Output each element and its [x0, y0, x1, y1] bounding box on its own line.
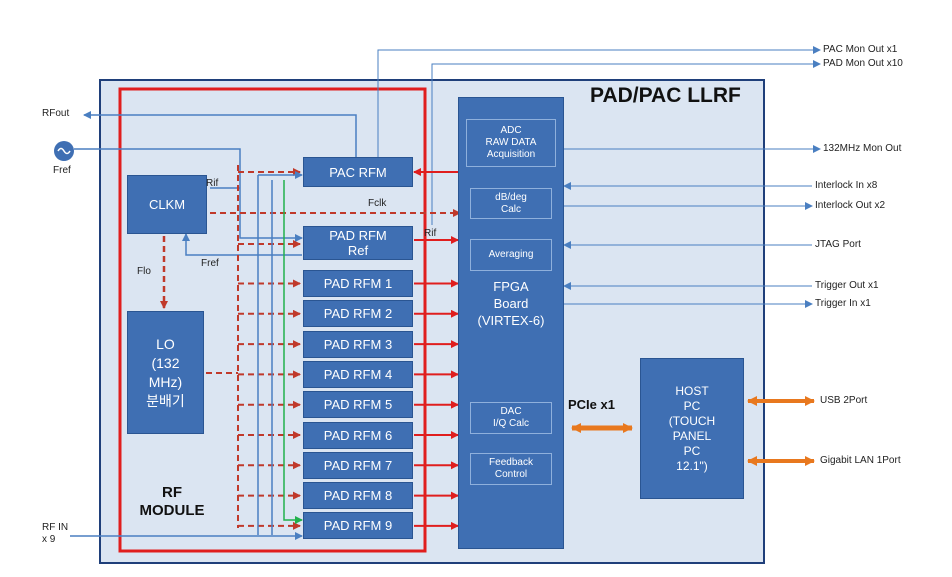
host-pc-block: HOST PC (TOUCH PANEL PC 12.1") [640, 358, 744, 499]
pac-mon-out-line [377, 46, 821, 157]
rfm-to-fpga-group [414, 279, 459, 530]
trigger-out-label: Trigger Out x1 [815, 280, 879, 291]
pad-rfm-7-block: PAD RFM 7 [303, 451, 413, 479]
feedback-control-block: Feedback Control [470, 453, 552, 485]
rfout-line [83, 111, 357, 157]
flo-label: Flo [137, 266, 151, 277]
db-deg-calc-block: dB/deg Calc [470, 188, 552, 219]
interlock-in-label: Interlock In x8 [815, 180, 878, 191]
pad-rfm-ref-block: PAD RFM Ref [303, 226, 413, 260]
interlock-out-label: Interlock Out x2 [815, 200, 886, 211]
pad-rfm-2-block: PAD RFM 2 [303, 300, 413, 328]
rf-in-label: RF IN x 9 [42, 522, 69, 545]
fref-return-label: Fref [201, 258, 219, 269]
pad-mon-out-label: PAD Mon Out x10 [823, 58, 903, 69]
lan-port-label: Gigabit LAN 1Port [820, 455, 901, 466]
pad-rfm-9-block: PAD RFM 9 [303, 512, 413, 540]
usb-port-label: USB 2Port [820, 395, 868, 406]
lo-block: LO (132 MHz) 분배기 [127, 311, 204, 434]
pad-rfm-5-block: PAD RFM 5 [303, 391, 413, 419]
pad-rfm-8-block: PAD RFM 8 [303, 482, 413, 510]
pad-rfm-3-block: PAD RFM 3 [303, 330, 413, 358]
pad-rfm-1-block: PAD RFM 1 [303, 270, 413, 297]
rif-label: Rif [206, 178, 219, 189]
green-rif-line [283, 180, 303, 524]
lo-branch-group [238, 168, 301, 530]
rf-module-frame [118, 87, 427, 553]
rif-label-2: Rif [424, 228, 437, 239]
fref-line [74, 148, 303, 242]
pac-rfm-block: PAC RFM [303, 157, 413, 187]
diagram-title: PAD/PAC LLRF [590, 84, 741, 107]
averaging-block: Averaging [470, 239, 552, 271]
fclk-label: Fclk [368, 198, 387, 209]
rf-module-label: RF MODULE [139, 484, 205, 519]
pad-rfm-6-block: PAD RFM 6 [303, 421, 413, 449]
dac-iq-calc-block: DAC I/Q Calc [470, 402, 552, 434]
jtag-port-label: JTAG Port [815, 239, 861, 250]
pad-rfm-4-block: PAD RFM 4 [303, 360, 413, 388]
fref-source-wave [57, 147, 71, 155]
pac-mon-out-label: PAC Mon Out x1 [823, 44, 898, 55]
rfout-label: RFout [42, 108, 70, 119]
pcie-label: PCIe x1 [568, 397, 615, 412]
mon-132-label: 132MHz Mon Out [823, 143, 902, 154]
trigger-in-label: Trigger In x1 [815, 298, 871, 309]
fref-label: Fref [53, 165, 71, 176]
clkm-block: CLKM [127, 175, 207, 234]
adc-acquisition-block: ADC RAW DATA Acquisition [466, 119, 556, 167]
fref-return-line [182, 233, 302, 256]
